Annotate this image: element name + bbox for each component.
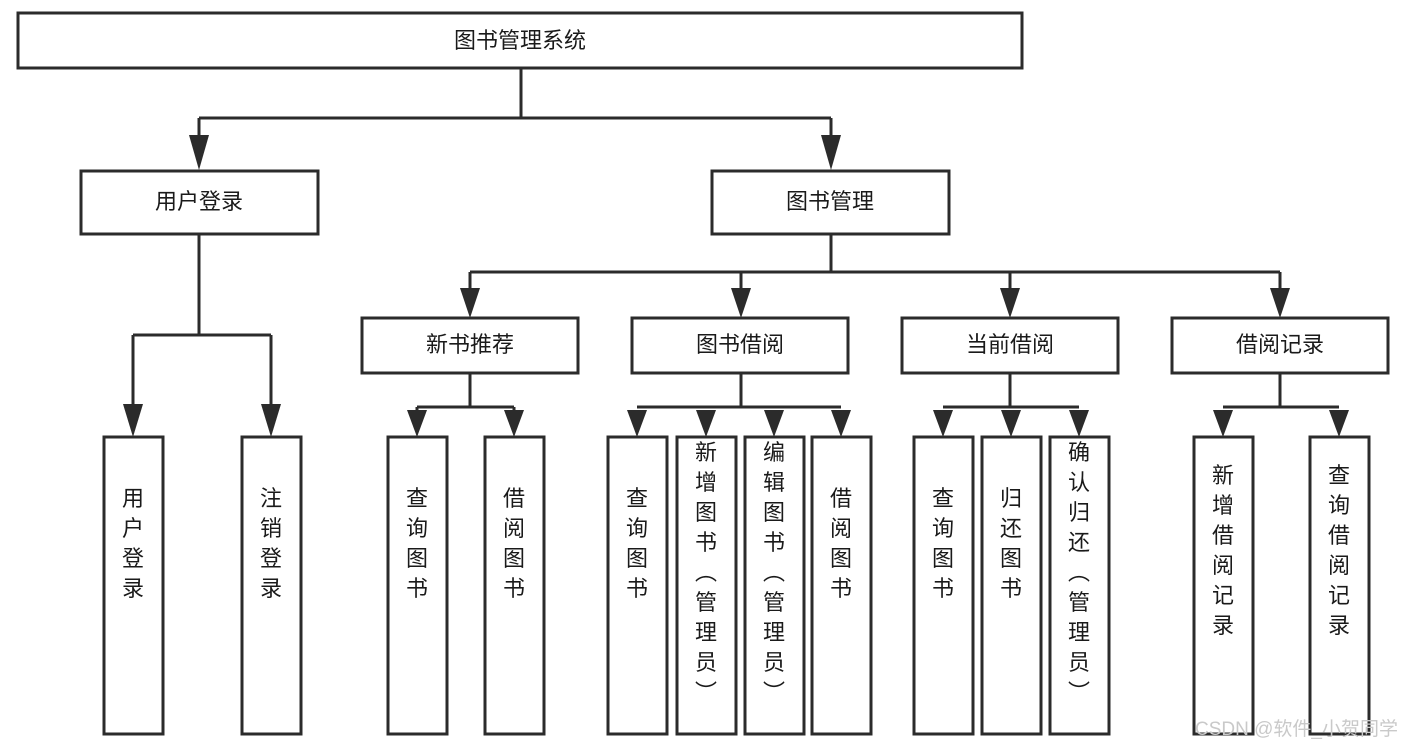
node-leaf-query-book-3[interactable]: 查询图书 [912,435,975,736]
node-leaf-query-record-label: 查询借阅记录 [1328,463,1350,638]
node-leaf-confirm-return-label: 确认归还︵管理员︶ [1068,440,1090,705]
node-leaf-add-book-box[interactable] [675,435,738,736]
node-leaf-query-record[interactable]: 查询借阅记录 [1308,435,1371,736]
node-leaf-return-book-label: 归还图书 [1000,486,1022,601]
node-user-login-box[interactable] [79,169,320,236]
node-leaf-confirm-return[interactable]: 确认归还︵管理员︶ [1048,435,1111,736]
node-leaf-return-book[interactable]: 归还图书 [980,435,1043,736]
node-borrow-record-box[interactable] [1170,316,1390,375]
node-leaf-query-book-2-label: 查询图书 [626,486,648,601]
arrow-head-leaf-borrow-book-2 [831,410,851,437]
node-leaf-user-login-box[interactable] [102,435,165,736]
node-new-book-recommend[interactable]: 新书推荐 [360,316,580,375]
node-leaf-query-book-2-box[interactable] [606,435,669,736]
node-new-book-recommend-label: 新书推荐 [426,332,514,357]
node-leaf-query-book-1[interactable]: 查询图书 [386,435,449,736]
node-current-borrow[interactable]: 当前借阅 [900,316,1120,375]
node-borrow-record[interactable]: 借阅记录 [1170,316,1390,375]
node-leaf-add-book[interactable]: 新增图书︵管理员︶ [675,435,738,736]
node-leaf-edit-book-label: 编辑图书︵管理员︶ [763,440,785,705]
arrow-head-new-book-recommend [460,288,480,318]
node-new-book-recommend-box[interactable] [360,316,580,375]
node-leaf-borrow-book-2-box[interactable] [810,435,873,736]
node-user-login[interactable]: 用户登录 [79,169,320,236]
arrow-head-current-borrow [1000,288,1020,318]
node-leaf-borrow-book-1-label: 借阅图书 [503,486,525,601]
arrow-head-leaf-borrow-book-1 [504,410,524,437]
node-leaf-borrow-book-1[interactable]: 借阅图书 [483,435,546,736]
arrow-head-leaf-query-book-1 [407,410,427,437]
arrow-head-leaf-user-login [123,404,143,437]
node-leaf-add-book-label: 新增图书︵管理员︶ [695,440,717,705]
node-leaf-query-book-1-box[interactable] [386,435,449,736]
node-book-borrow[interactable]: 图书借阅 [630,316,850,375]
node-leaf-add-record-box[interactable] [1192,435,1255,736]
node-leaf-borrow-book-1-box[interactable] [483,435,546,736]
node-leaf-query-book-2[interactable]: 查询图书 [606,435,669,736]
arrow-head-leaf-confirm-return [1069,410,1089,437]
arrow-head-leaf-query-book-2 [627,410,647,437]
arrow-head-leaf-add-book [696,410,716,437]
arrow-head-borrow-record [1270,288,1290,318]
node-leaf-edit-book-box[interactable] [743,435,806,736]
node-leaf-query-record-box[interactable] [1308,435,1371,736]
arrow-head-leaf-return-book [1001,410,1021,437]
node-leaf-user-login-label: 用户登录 [122,486,144,601]
node-leaf-query-book-3-box[interactable] [912,435,975,736]
connectors-layer [123,68,1349,437]
arrow-head-to-user-login [189,135,209,170]
node-leaf-confirm-return-box[interactable] [1048,435,1111,736]
node-book-manage-label: 图书管理 [786,189,874,214]
node-borrow-record-label: 借阅记录 [1236,332,1324,357]
arrow-head-leaf-query-record [1329,410,1349,437]
node-leaf-borrow-book-2[interactable]: 借阅图书 [810,435,873,736]
arrow-head-to-book-manage [821,135,841,170]
node-leaf-add-record[interactable]: 新增借阅记录 [1192,435,1255,736]
node-leaf-query-book-3-label: 查询图书 [932,486,954,601]
node-book-manage[interactable]: 图书管理 [710,169,951,236]
node-leaf-logout-box[interactable] [240,435,303,736]
arrow-head-leaf-add-record [1213,410,1233,437]
node-leaf-user-login[interactable]: 用户登录 [102,435,165,736]
node-book-manage-box[interactable] [710,169,951,236]
node-book-borrow-label: 图书借阅 [696,332,784,357]
node-leaf-logout[interactable]: 注销登录 [240,435,303,736]
node-book-borrow-box[interactable] [630,316,850,375]
node-leaf-edit-book[interactable]: 编辑图书︵管理员︶ [743,435,806,736]
node-current-borrow-label: 当前借阅 [966,332,1054,357]
node-root[interactable]: 图书管理系统 [16,11,1024,70]
arrow-head-leaf-edit-book [764,410,784,437]
node-leaf-return-book-box[interactable] [980,435,1043,736]
watermark-label: CSDN @软件_小贺同学 [1195,718,1398,740]
arrow-head-leaf-logout [261,404,281,437]
node-leaf-query-book-1-label: 查询图书 [406,486,428,601]
node-leaf-add-record-label: 新增借阅记录 [1212,463,1234,638]
node-root-label: 图书管理系统 [454,28,586,53]
arrow-head-book-borrow [731,288,751,318]
arrow-head-leaf-query-book-3 [933,410,953,437]
node-user-login-label: 用户登录 [155,189,243,214]
node-leaf-logout-label: 注销登录 [260,486,282,601]
node-leaf-borrow-book-2-label: 借阅图书 [830,486,852,601]
node-current-borrow-box[interactable] [900,316,1120,375]
node-root-box[interactable] [16,11,1024,70]
